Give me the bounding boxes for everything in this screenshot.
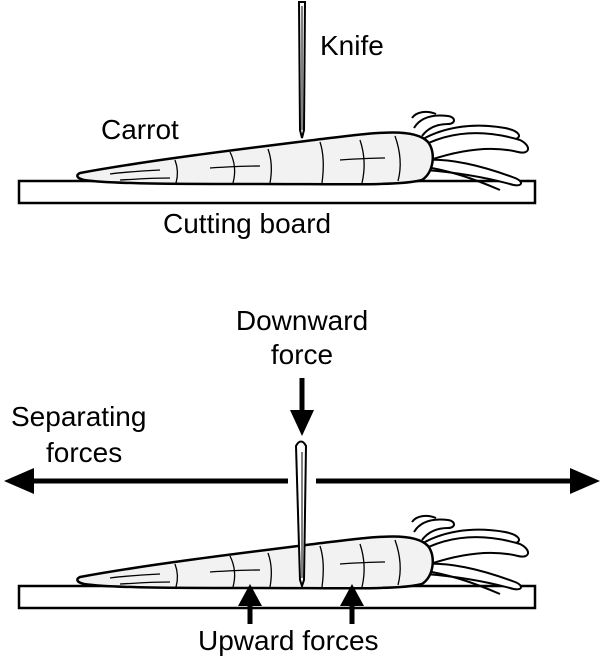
carrot-label: Carrot	[101, 114, 179, 145]
separating-forces-label-line2: forces	[46, 437, 123, 468]
separating-forces-label-line1: Separating	[11, 401, 147, 432]
upward-force-arrow-left	[238, 584, 262, 624]
cutting-board-label: Cutting board	[163, 208, 332, 239]
downward-force-arrow	[290, 378, 314, 436]
knife	[294, 440, 308, 590]
knife-label: Knife	[320, 30, 384, 61]
bottom-panel	[4, 378, 600, 624]
top-panel	[17, 1, 537, 205]
downward-force-label-line2: force	[270, 339, 334, 370]
separating-force-arrow-right	[316, 468, 600, 494]
downward-force-label-line1: Downward	[235, 305, 369, 336]
separating-force-arrow-left	[4, 468, 288, 494]
cutting-board	[17, 584, 537, 610]
upward-force-arrow-right	[340, 584, 364, 624]
knife	[297, 1, 307, 139]
upward-forces-label: Upward forces	[198, 625, 379, 656]
